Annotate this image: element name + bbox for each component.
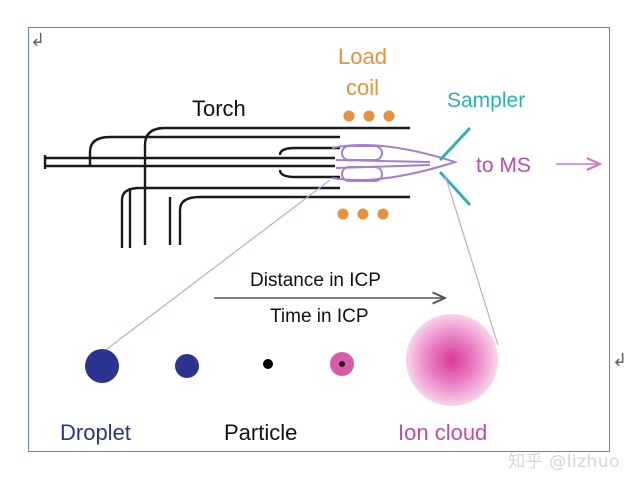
figure-border: [28, 27, 610, 452]
watermark: 知乎 @lizhuo: [508, 452, 620, 472]
time-label: Time in ICP: [270, 306, 369, 327]
load-coil: [337, 110, 395, 220]
particle-label: Particle: [224, 420, 297, 445]
plasma: [331, 144, 459, 182]
ion-cloud: [406, 314, 498, 406]
droplet-large: [85, 349, 119, 383]
sampler-label: Sampler: [447, 89, 525, 112]
particle-dot: [263, 359, 273, 369]
to-ms-label: to MS: [476, 154, 531, 177]
zoom-lines: [102, 174, 499, 353]
vaporizing-particle: [330, 352, 354, 376]
load-coil-label-1: Load: [338, 44, 387, 69]
distance-label: Distance in ICP: [250, 270, 381, 291]
paragraph-mark-right: ↲: [612, 350, 628, 371]
droplet-label: Droplet: [60, 420, 131, 445]
ion-cloud-label: Ion cloud: [398, 420, 487, 445]
torch-drawing: [43, 126, 410, 248]
load-coil-label-2: coil: [346, 75, 379, 100]
torch-label: Torch: [192, 96, 246, 121]
sampler-cone: [438, 127, 472, 206]
paragraph-mark-left: ↲: [30, 30, 46, 51]
droplet-small: [175, 354, 199, 378]
